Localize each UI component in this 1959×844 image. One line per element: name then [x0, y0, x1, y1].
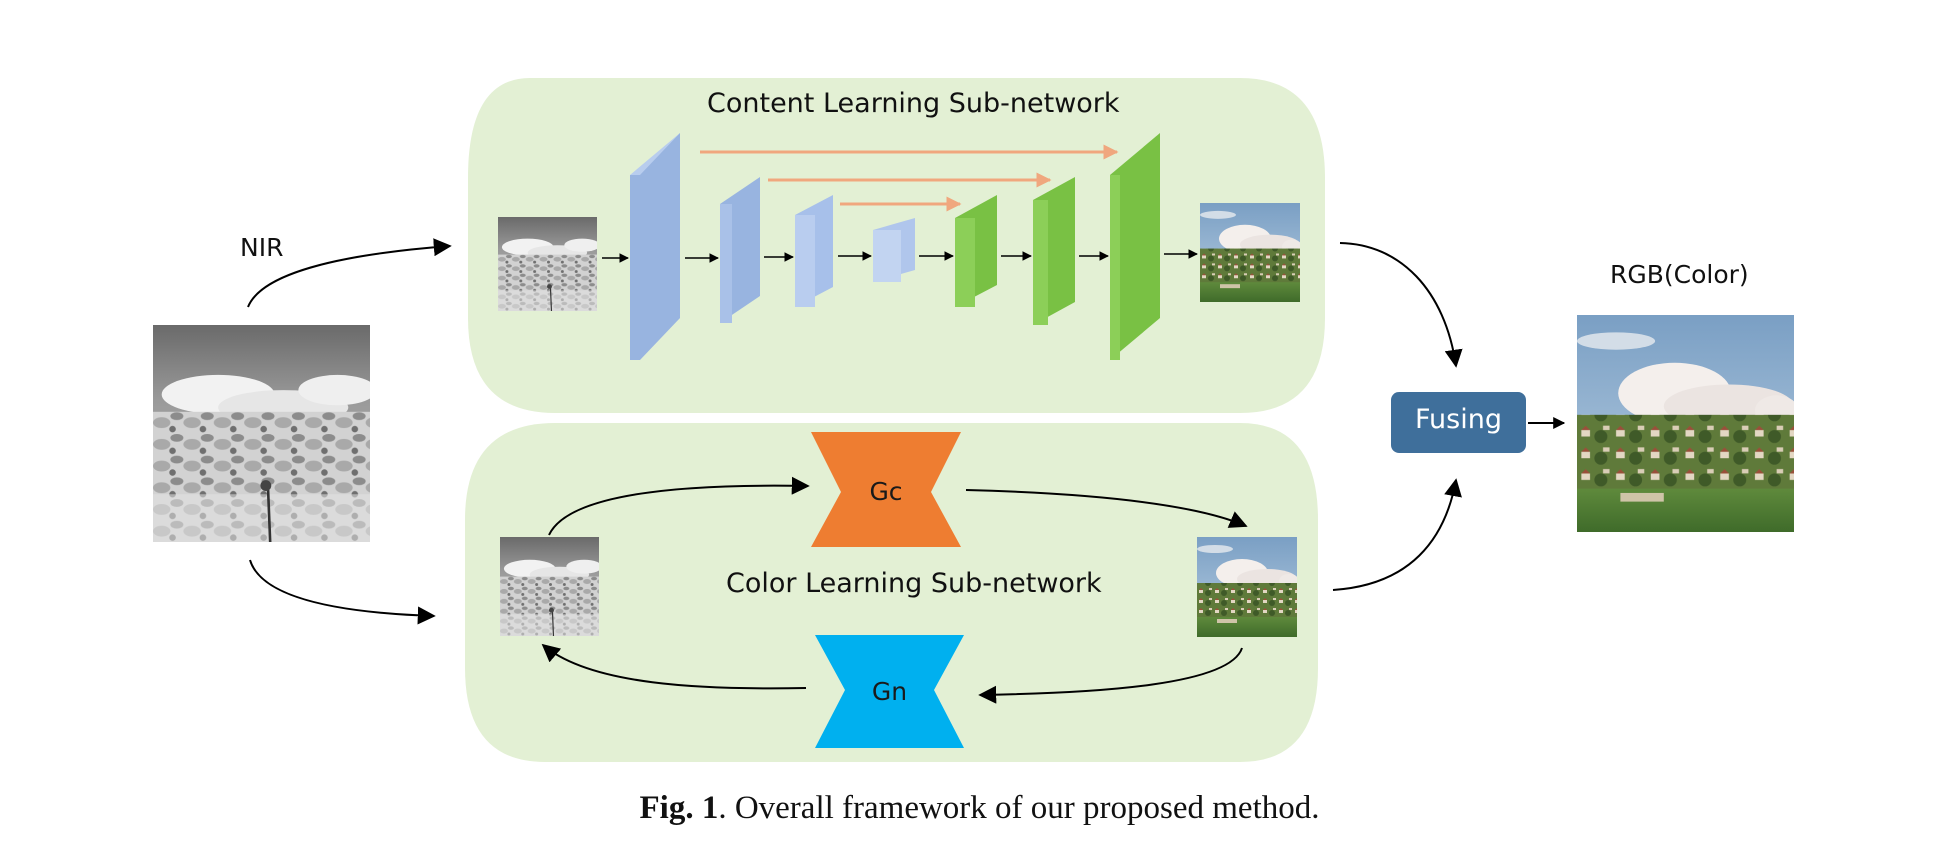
color-input-thumbnail — [500, 537, 599, 636]
decoder-layer-3 — [1110, 133, 1160, 360]
nir-to-color-arrow — [249, 559, 436, 625]
gc-generator-shape — [811, 432, 961, 547]
nir-label: NIR — [240, 233, 284, 262]
nir-to-content-arrow — [247, 238, 452, 308]
encoder-layer-3 — [795, 195, 833, 307]
content-subnetwork-title: Content Learning Sub-network — [707, 88, 1120, 119]
gn-generator-shape — [815, 635, 964, 748]
nir-input-image — [153, 325, 370, 542]
encoder-layer-2 — [720, 177, 760, 323]
figure-number: Fig. 1 — [639, 790, 719, 826]
rgb-color-label: RGB(Color) — [1610, 260, 1749, 289]
fusing-box — [1391, 392, 1526, 453]
color-subnetwork-panel — [465, 423, 1318, 762]
output-to-gn-arrow — [978, 647, 1243, 704]
content-to-fusing-arrow — [1339, 242, 1463, 368]
rgb-output-image — [1577, 315, 1794, 532]
content-input-thumbnail — [498, 217, 597, 311]
decoder-layer-2 — [1033, 177, 1075, 325]
encoder-layer-4 — [873, 218, 915, 282]
encoder-layer-1 — [630, 133, 680, 360]
color-subnetwork-title: Color Learning Sub-network — [726, 568, 1102, 599]
fusing-label: Fusing — [1415, 404, 1502, 435]
content-output-thumbnail — [1200, 203, 1300, 302]
content-forward-arrows — [602, 249, 1198, 263]
color-to-fusing-arrow — [1332, 478, 1462, 591]
gn-label: Gn — [871, 677, 908, 706]
caption-text: . Overall framework of our proposed meth… — [718, 790, 1320, 826]
color-output-thumbnail — [1197, 537, 1297, 637]
gn-to-input-arrow — [541, 643, 807, 690]
gc-to-output-arrow — [965, 489, 1248, 528]
gc-label: Gc — [869, 477, 903, 506]
figure-caption: Fig. 1. Overall framework of our propose… — [0, 790, 1959, 827]
decoder-layer-1 — [955, 195, 997, 307]
input-to-gc-arrow — [548, 476, 810, 536]
